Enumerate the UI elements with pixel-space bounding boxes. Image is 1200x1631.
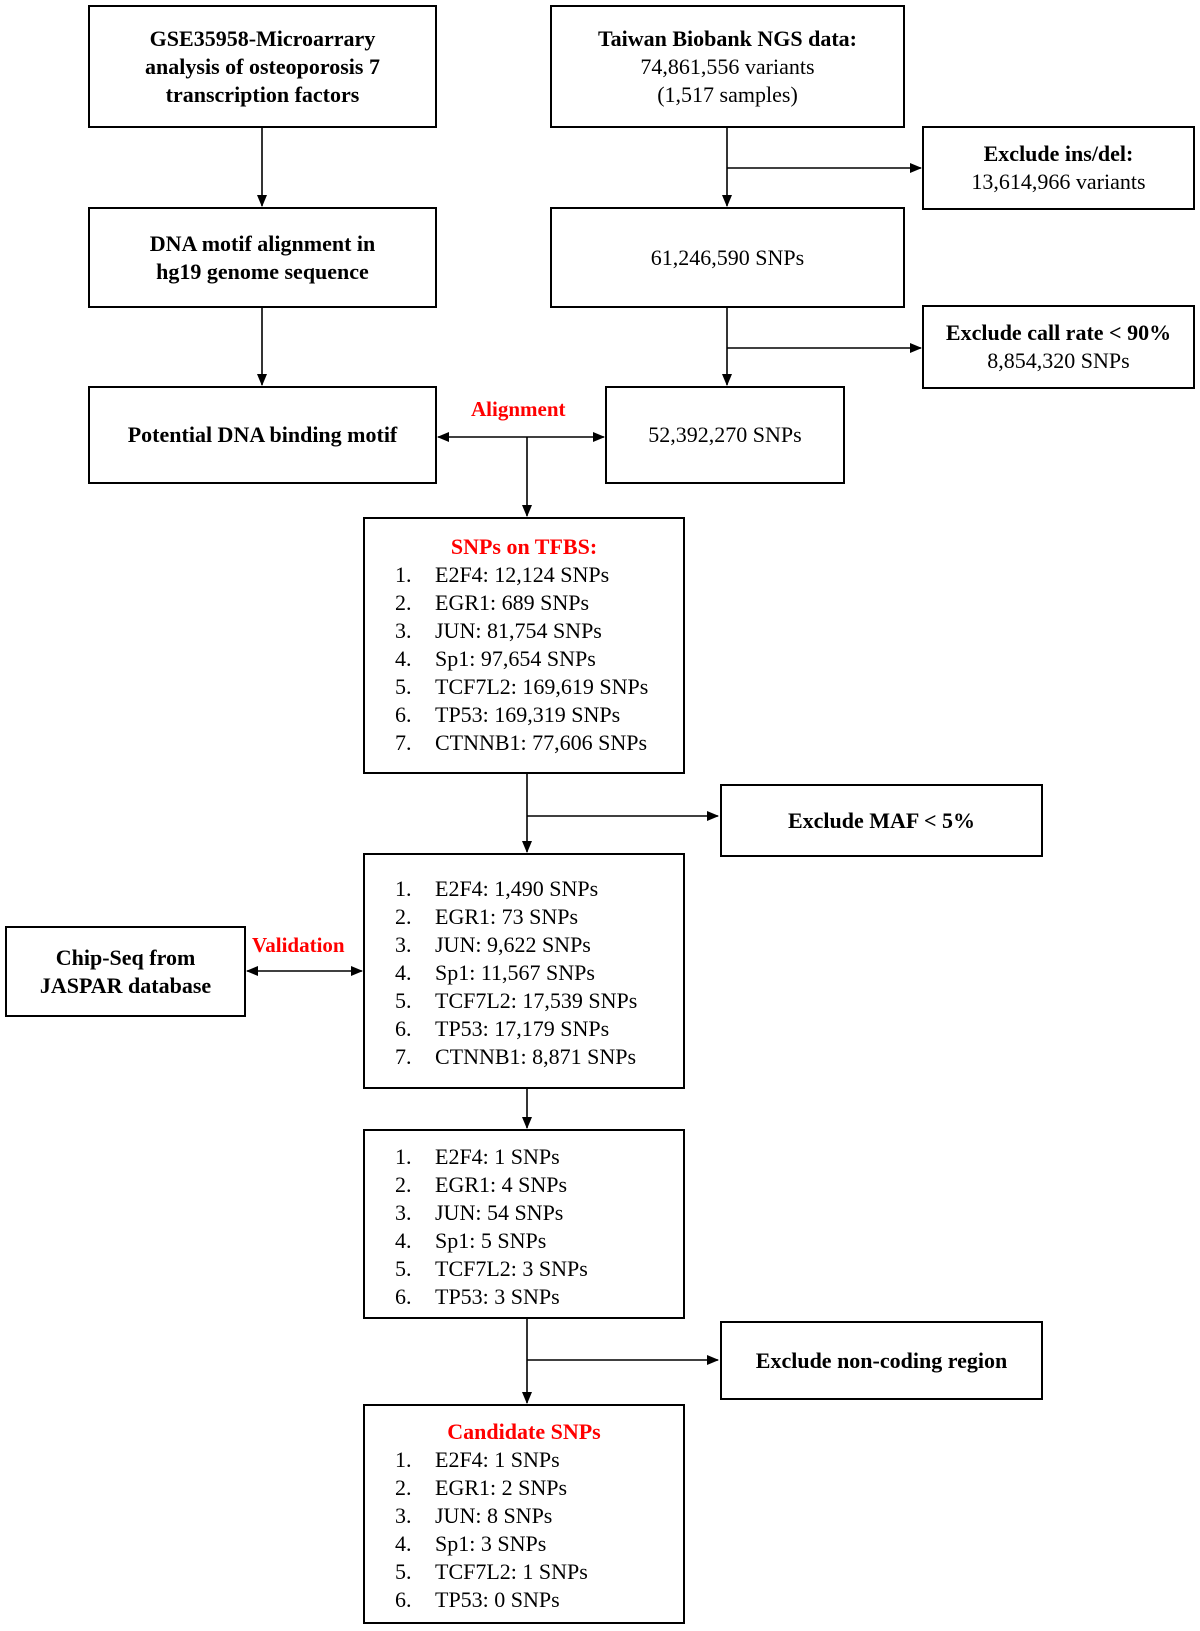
- list-item: 4.Sp1: 97,654 SNPs: [395, 646, 596, 671]
- node-exclude-call-rate: Exclude call rate < 90% 8,854,320 SNPs: [922, 305, 1195, 389]
- candidate-title: Candidate SNPs: [447, 1419, 601, 1444]
- list-item: 5.TCF7L2: 1 SNPs: [395, 1559, 588, 1584]
- list-item: 7.CTNNB1: 77,606 SNPs: [395, 730, 648, 755]
- label-validation: Validation: [252, 933, 345, 957]
- list-item: 4.Sp1: 11,567 SNPs: [395, 960, 595, 985]
- list-item: 5.TCF7L2: 169,619 SNPs: [395, 674, 649, 699]
- list-item: 3.JUN: 8 SNPs: [395, 1503, 553, 1528]
- list-item: 6.TP53: 17,179 SNPs: [395, 1016, 610, 1041]
- node-snps-52m: 52,392,270 SNPs: [605, 386, 845, 484]
- node-maf-filtered-list: 1.E2F4: 1,490 SNPs 2.EGR1: 73 SNPs 3.JUN…: [363, 853, 685, 1089]
- node-exclude-noncoding: Exclude non-coding region: [720, 1321, 1043, 1400]
- list-item: 3.JUN: 54 SNPs: [395, 1200, 564, 1225]
- node-potential-binding-motif: Potential DNA binding motif: [88, 386, 437, 484]
- list-item: 4.Sp1: 3 SNPs: [395, 1531, 547, 1556]
- node-snps-61m: 61,246,590 SNPs: [550, 207, 905, 308]
- list-item: 1.E2F4: 1 SNPs: [395, 1144, 560, 1169]
- node-gse-microarray: GSE35958-Microarrary analysis of osteopo…: [88, 5, 437, 128]
- node-candidate-snps: Candidate SNPs 1.E2F4: 1 SNPs 2.EGR1: 2 …: [363, 1404, 685, 1624]
- node-validated-list: 1.E2F4: 1 SNPs 2.EGR1: 4 SNPs 3.JUN: 54 …: [363, 1129, 685, 1319]
- list-item: 6.TP53: 169,319 SNPs: [395, 702, 621, 727]
- list-item: 6.TP53: 0 SNPs: [395, 1587, 560, 1612]
- list-item: 2.EGR1: 2 SNPs: [395, 1475, 568, 1500]
- node-chipseq-jaspar: Chip-Seq from JASPAR database: [5, 926, 246, 1017]
- node-taiwan-biobank: Taiwan Biobank NGS data: 74,861,556 vari…: [550, 5, 905, 128]
- list-item: 3.JUN: 81,754 SNPs: [395, 618, 602, 643]
- node-exclude-maf: Exclude MAF < 5%: [720, 784, 1043, 857]
- list-item: 1.E2F4: 1,490 SNPs: [395, 876, 599, 901]
- list-item: 1.E2F4: 12,124 SNPs: [395, 562, 610, 587]
- label-alignment: Alignment: [471, 397, 566, 421]
- list-item: 3.JUN: 9,622 SNPs: [395, 932, 591, 957]
- list-item: 5.TCF7L2: 17,539 SNPs: [395, 988, 638, 1013]
- node-snps-on-tfbs: SNPs on TFBS: 1.E2F4: 12,124 SNPs 2.EGR1…: [363, 517, 685, 774]
- list-item: 5.TCF7L2: 3 SNPs: [395, 1256, 588, 1281]
- list-item: 2.EGR1: 4 SNPs: [395, 1172, 568, 1197]
- list-item: 7.CTNNB1: 8,871 SNPs: [395, 1044, 637, 1069]
- list-item: 2.EGR1: 689 SNPs: [395, 590, 590, 615]
- tfbs-title: SNPs on TFBS:: [450, 534, 598, 559]
- node-exclude-indel: Exclude ins/del: 13,614,966 variants: [922, 126, 1195, 210]
- list-item: 1.E2F4: 1 SNPs: [395, 1447, 560, 1472]
- taiwan-title: Taiwan Biobank NGS data:: [597, 25, 857, 51]
- list-item: 4.Sp1: 5 SNPs: [395, 1228, 547, 1253]
- list-item: 6.TP53: 3 SNPs: [395, 1284, 560, 1309]
- list-item: 2.EGR1: 73 SNPs: [395, 904, 579, 929]
- node-motif-alignment: DNA motif alignment in hg19 genome seque…: [88, 207, 437, 308]
